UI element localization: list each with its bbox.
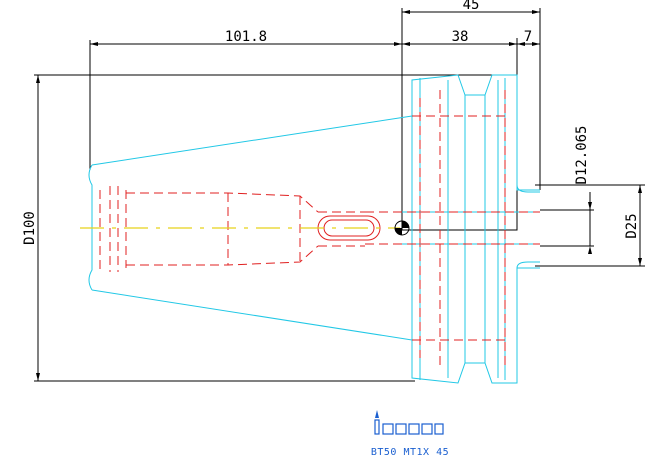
dim-overall-width: 45 xyxy=(463,0,480,13)
dim-bore-diameter: D12.065 xyxy=(574,125,590,184)
dimension-lines xyxy=(34,8,645,382)
dim-shank-diameter: D25 xyxy=(624,213,640,238)
holder-outline xyxy=(88,74,540,384)
datum-marker xyxy=(394,220,410,236)
iscar-logo xyxy=(374,410,444,435)
dim-taper-length: 101.8 xyxy=(225,29,267,45)
drawing-caption: BT50 MT1X 45 xyxy=(371,447,449,458)
hidden-lines xyxy=(99,90,540,368)
dim-body-diameter: D100 xyxy=(22,211,38,245)
dimension-arrows xyxy=(36,10,642,381)
dim-shank-offset: 7 xyxy=(524,29,532,45)
dim-flange-width: 38 xyxy=(452,29,469,45)
